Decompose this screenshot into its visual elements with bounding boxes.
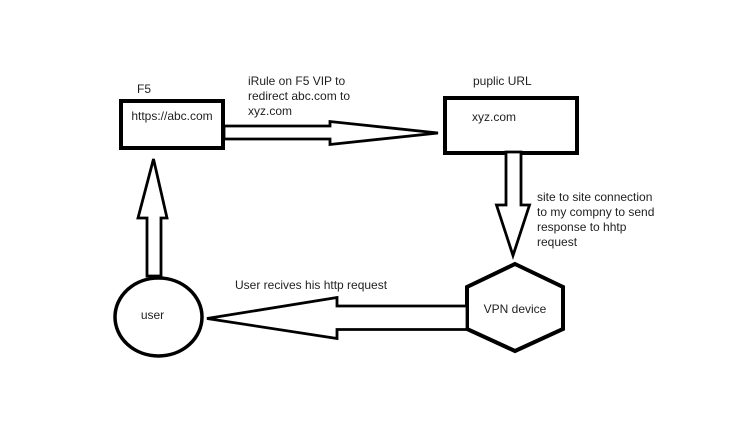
vpn-device-hexagon — [465, 261, 565, 354]
user-label: user — [140, 308, 165, 322]
public-url-box — [443, 96, 579, 155]
f5-box — [119, 99, 225, 150]
user-to-f5-arrow — [136, 158, 169, 278]
vpn-to-user-arrow — [206, 295, 469, 341]
public-url-box-label: xyz.com — [472, 110, 517, 124]
f5-caption: F5 — [137, 82, 152, 96]
vpn-device-label: VPN device — [483, 302, 547, 316]
f5-to-xyz-edge-label: iRule on F5 VIP to redirect abc.com to x… — [248, 74, 351, 118]
f5-box-label: https://abc.com — [131, 109, 213, 123]
xyz-to-vpn-edge-label: site to site connection to my compny to … — [537, 190, 655, 249]
f5-to-xyz-arrow — [222, 119, 439, 147]
public-url-caption: puplic URL — [473, 74, 532, 88]
user-circle — [113, 276, 204, 358]
vpn-to-user-edge-label: User recives his http request — [235, 278, 388, 292]
xyz-to-vpn-arrow — [494, 150, 532, 261]
